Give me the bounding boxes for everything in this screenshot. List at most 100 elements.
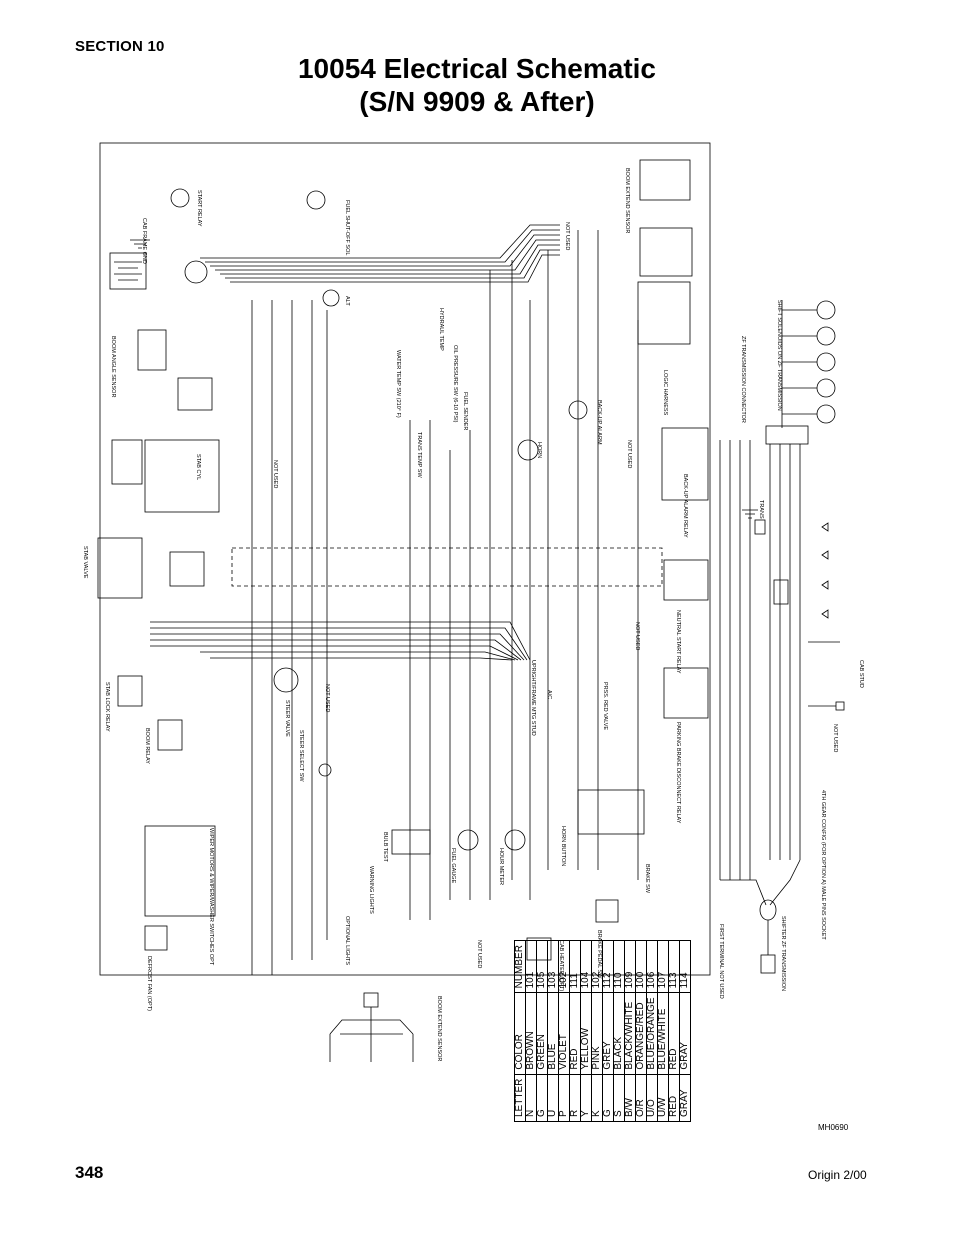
page-title-line-1: 10054 Electrical Schematic — [297, 53, 656, 84]
label-fuel-sender: FUEL SENDER — [462, 392, 468, 430]
legend-number: 102 — [558, 940, 570, 993]
steer-valve-symbol — [273, 667, 299, 693]
label-bulb-test: BULB TEST — [382, 832, 388, 862]
backup-alarm-relay-box — [661, 427, 709, 501]
legend-color: BLUE — [547, 992, 559, 1075]
legend-number: 114 — [679, 940, 691, 993]
legend-letter: U/W — [657, 1074, 669, 1122]
legend-color: GREEN — [536, 992, 548, 1075]
horn-symbol — [517, 439, 539, 461]
legend-letter: K — [591, 1074, 603, 1122]
origin-date: Origin 2/00 — [808, 1168, 867, 1182]
legend-color: BLACK — [613, 992, 625, 1075]
label-cab-frame-gnd: CAB FRAME GND — [141, 218, 147, 264]
fuel-gauge-symbol — [457, 829, 479, 851]
legend-color: BROWN — [525, 992, 537, 1075]
label-neutral-start-relay: NEUTRAL START RELAY — [675, 610, 681, 674]
label-alt: ALT — [344, 296, 350, 306]
label-backup-alarm: BACK-UP ALARM — [596, 400, 602, 445]
label-stab-valve: STAB VALVE — [82, 546, 88, 579]
legend-number: 106 — [646, 940, 658, 993]
legend-header-letter: LETTER — [514, 1074, 526, 1122]
legend-number: 112 — [602, 940, 614, 993]
label-parking-brake-relay: PARKING BRAKE DISCONNECT RELAY — [675, 722, 681, 824]
label-not-used-6: NOT USED — [832, 724, 838, 752]
label-not-used-5: NOT USED — [324, 684, 330, 712]
label-stab-lock-relay: STAB LOCK RELAY — [104, 682, 110, 732]
page-title: 10054 Electrical Schematic (S/N 9909 & A… — [0, 52, 954, 118]
legend-color: RED — [569, 992, 581, 1075]
bulb-test — [391, 829, 431, 855]
section-heading: SECTION 10 — [75, 38, 165, 55]
connector-bus — [231, 547, 663, 587]
legend-letter: U/O — [646, 1074, 658, 1122]
label-optional-lights: OPTIONAL LIGHTS — [344, 916, 350, 965]
brake-pedal-switch — [595, 899, 619, 923]
legend-color: BLUE/WHITE — [657, 992, 669, 1075]
legend-letter: P — [558, 1074, 570, 1122]
legend-number: 100 — [635, 940, 647, 993]
battery — [109, 252, 147, 290]
label-brake-sw: BRAKE SW — [644, 864, 650, 894]
legend-letter: O/R — [635, 1074, 647, 1122]
stab-valve-block — [97, 537, 143, 599]
legend-color: PINK — [591, 992, 603, 1075]
fuel-solenoid-symbol — [306, 190, 326, 210]
legend-letter: R — [569, 1074, 581, 1122]
legend-letter: S — [613, 1074, 625, 1122]
legend-color: BLUE/ORANGE — [646, 992, 658, 1075]
legend-number: 113 — [668, 940, 680, 993]
legend-letter: Y — [580, 1074, 592, 1122]
label-boom-relay: BOOM RELAY — [144, 728, 150, 764]
legend-color: BLACK/WHITE — [624, 992, 636, 1075]
label-wiper-switches: WIPER MOTORS & WIPER/WASHER SWITCHES OPT — [208, 828, 214, 966]
label-not-used-3: NOT USED — [626, 440, 632, 468]
schematic-border — [99, 142, 711, 976]
zf-transmission-connector — [765, 425, 809, 445]
neutral-start-relay-box — [663, 559, 709, 601]
legend-letter: N — [525, 1074, 537, 1122]
label-defrost-fan: DEFROST FAN (OPT) — [146, 956, 152, 1011]
label-boom-extend-sensor-bottom: BOOM EXTEND SENSOR — [436, 996, 442, 1061]
label-steer-select-sw: STEER SELECT SW — [298, 730, 304, 782]
label-horn-button: HORN BUTTON — [560, 826, 566, 866]
legend-color: ORANGE/RED — [635, 992, 647, 1075]
label-logic-harness: LOGIC HARNESS — [662, 370, 668, 416]
boom-angle-box — [137, 329, 167, 371]
alternator-symbol — [322, 289, 340, 307]
fuse-block — [577, 789, 645, 835]
legend-header-row: LETTER COLOR NUMBER — [514, 940, 526, 1122]
legend-number: 109 — [624, 940, 636, 993]
label-stab-cyl: STAB CYL — [195, 454, 201, 480]
drawing-id: MH0690 — [818, 1123, 849, 1132]
label-not-used-7: NOT USED — [476, 940, 482, 968]
label-upright-mtg-stud: UPRIGHT/FRAME MTG STUD — [530, 660, 536, 736]
cab-heater — [526, 937, 552, 961]
label-fourth-gear-socket: 4TH GEAR CONFIG (FOR OPTION A) MALE PINS… — [820, 790, 826, 940]
stab-lock-relay — [117, 675, 143, 707]
label-zf-connector: ZF TRANSMISSION CONNECTOR — [740, 336, 746, 423]
label-cab-stud: CAB STUD — [858, 660, 864, 688]
label-zf-shifter: SHIFTER ZF TRANSMISSION — [780, 916, 786, 991]
legend-number: 102 — [591, 940, 603, 993]
legend-color: GRAY — [679, 992, 691, 1075]
label-prss-red-valve: PRSS. RED VALVE — [602, 682, 608, 730]
label-not-used-1: NOT USED — [564, 222, 570, 250]
legend-header-number: NUMBER — [514, 940, 526, 993]
start-relay-symbol — [170, 188, 190, 208]
page-number: 348 — [75, 1163, 104, 1182]
legend-number: 110 — [613, 940, 625, 993]
legend-letter: GRAY — [679, 1074, 691, 1122]
stab-cylinder-block — [144, 439, 220, 513]
